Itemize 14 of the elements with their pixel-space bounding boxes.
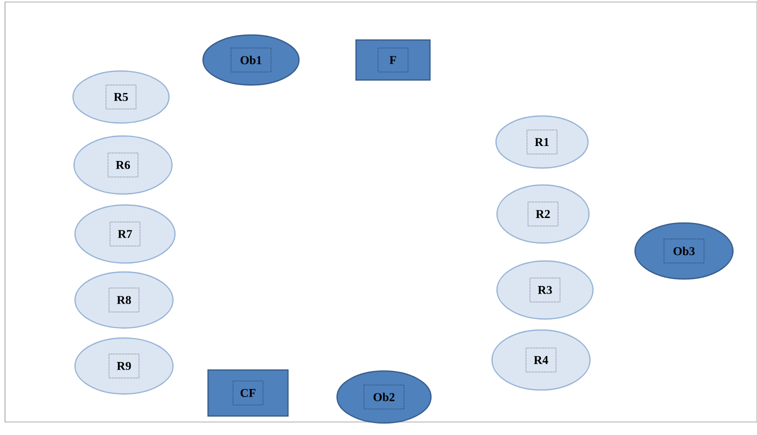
ellipse-node: R9 <box>74 337 174 395</box>
rectangle-node: F <box>355 39 431 81</box>
ellipse-node: Ob1 <box>202 34 300 86</box>
ellipse-node: R2 <box>496 184 590 244</box>
ellipse-node: R3 <box>496 260 594 320</box>
ellipse-node: R7 <box>74 204 176 264</box>
ellipse-node: Ob3 <box>634 222 734 280</box>
ellipse-node: R4 <box>491 329 591 391</box>
ellipse-node: R8 <box>74 271 174 329</box>
ellipse-node: Ob2 <box>336 370 432 424</box>
rectangle-node: CF <box>207 369 289 417</box>
ellipse-node: R1 <box>495 115 589 169</box>
ellipse-node: R6 <box>73 135 173 195</box>
ellipse-node: R5 <box>72 70 170 124</box>
